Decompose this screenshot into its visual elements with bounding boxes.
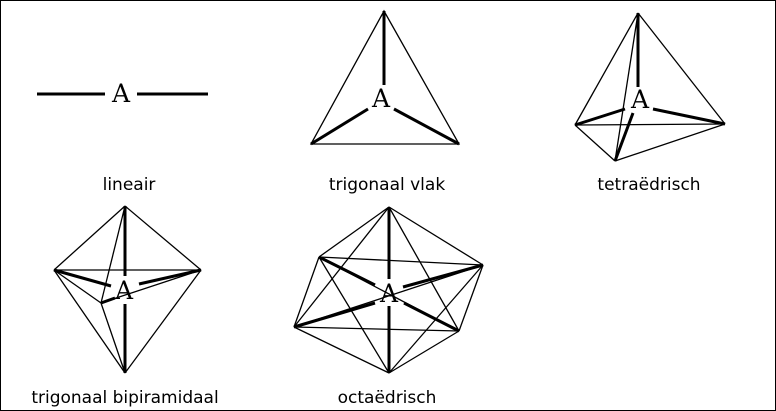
bond-line (393, 107, 460, 146)
bond-line (318, 255, 376, 287)
diagram-tetrahedral: A (574, 12, 726, 162)
edge-line (53, 205, 126, 271)
edge-line (388, 206, 484, 266)
edge-line (100, 205, 126, 304)
edge-line (614, 123, 726, 162)
edge-line (574, 12, 639, 126)
bond-line (402, 263, 484, 289)
diagram-trigonal-bipyramidal: A (53, 205, 202, 374)
edge-line (293, 256, 320, 328)
diagram-linear: A (37, 79, 208, 108)
bond-line (574, 107, 626, 127)
edge-line (53, 269, 126, 374)
edge-line (458, 264, 484, 332)
center-atom-label: A (379, 279, 399, 308)
center-atom-label: A (630, 85, 650, 114)
edge-line (574, 123, 726, 126)
edge-line (318, 256, 390, 374)
diagram-trigonal-planar: A (309, 9, 461, 146)
bond-line (138, 268, 202, 286)
bond-line (652, 107, 726, 126)
center-atom-label: A (111, 79, 131, 108)
bond-line (53, 268, 112, 288)
bond-line (293, 301, 376, 329)
edge-line (574, 124, 616, 162)
center-atom-label: A (114, 276, 134, 305)
caption-linear: lineair (102, 175, 156, 195)
edge-line (637, 12, 726, 125)
bond-line (310, 107, 369, 146)
caption-trigonal-planar: trigonaal vlak (328, 175, 446, 195)
diagram-octahedral: A (293, 206, 484, 374)
outline-triangle (309, 9, 461, 145)
edge-line (53, 269, 102, 304)
edge-line (124, 205, 202, 271)
bond-line (613, 112, 635, 162)
caption-tetrahedral: tetraëdrisch (597, 175, 701, 195)
edge-line (318, 256, 484, 266)
edge-line (388, 330, 460, 374)
edge-line (124, 269, 202, 374)
edge-line (614, 12, 639, 162)
bond-line (403, 301, 460, 333)
edge-line (293, 326, 390, 374)
edge-line (293, 326, 460, 332)
edge-line (388, 206, 460, 332)
edge-line (318, 206, 390, 258)
bond-line (100, 296, 116, 305)
edge-line (100, 302, 126, 374)
caption-octahedral: octaëdrisch (337, 388, 437, 408)
edge-line (100, 269, 202, 304)
caption-trigonal-bipyramidal: trigonaal bipiramidaal (31, 388, 219, 408)
center-atom-label: A (371, 84, 391, 113)
